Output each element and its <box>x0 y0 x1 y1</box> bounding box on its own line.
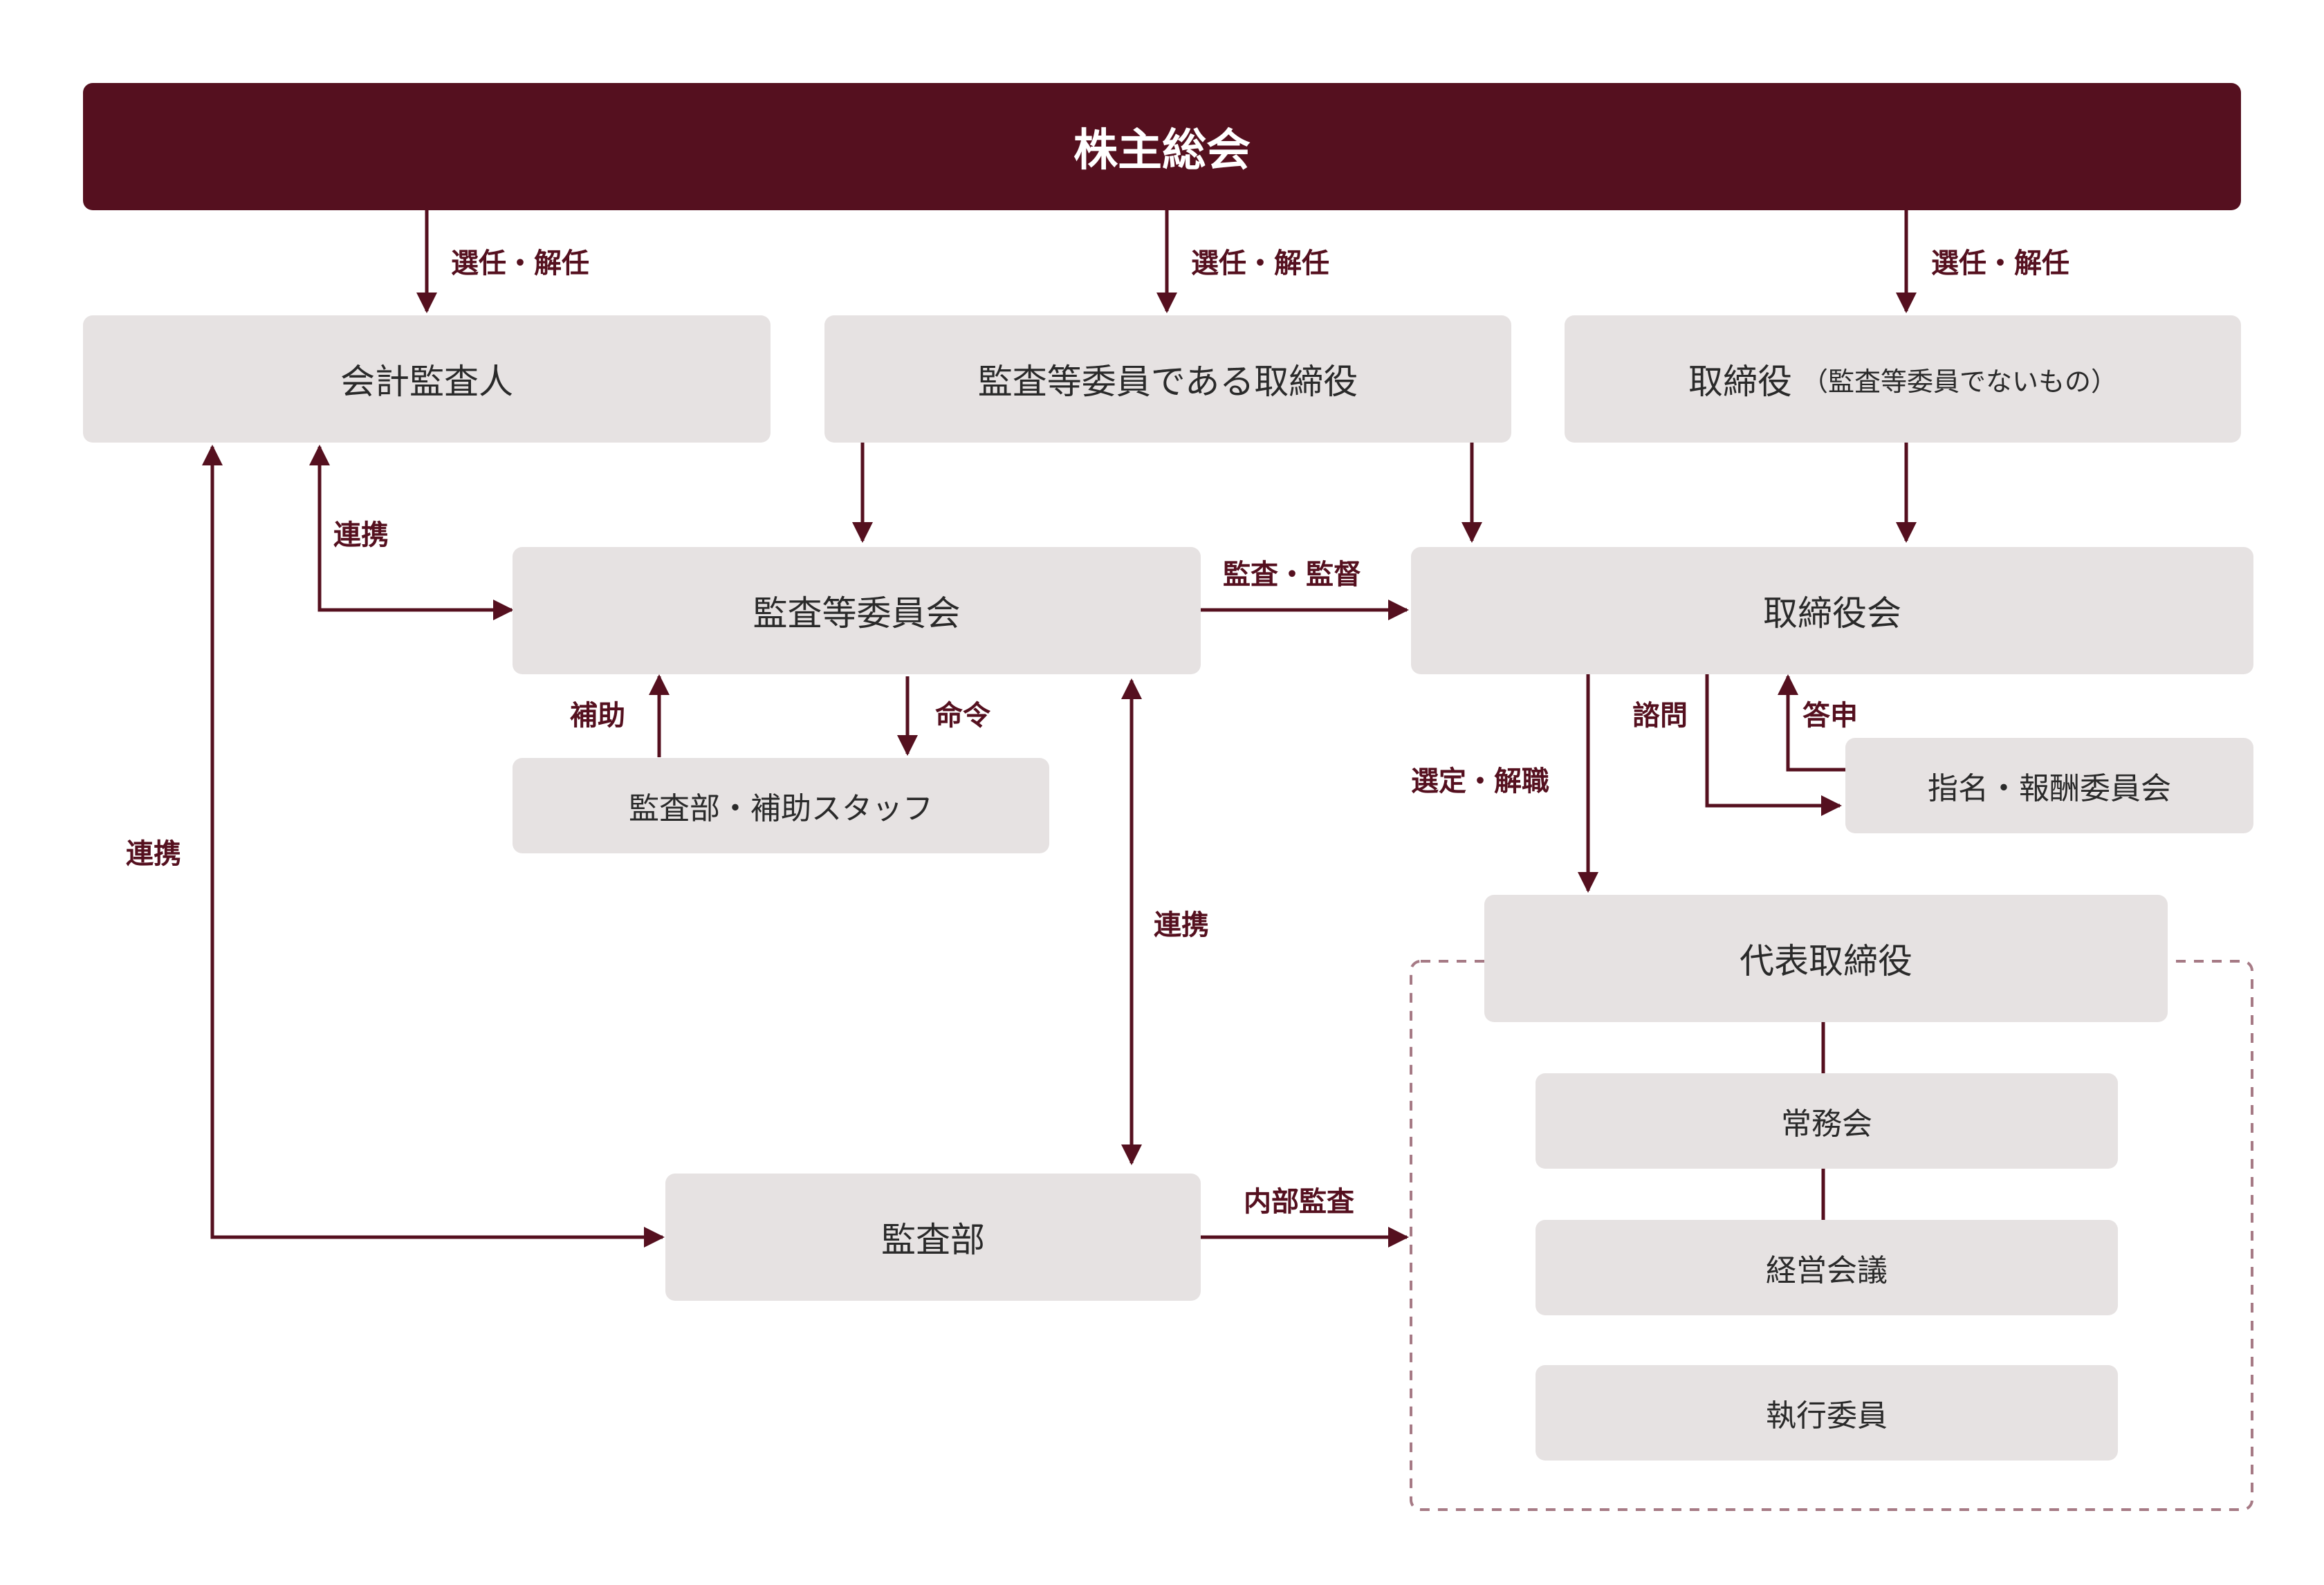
label-report: 答申 <box>1802 700 1858 732</box>
accounting-auditor-label: 会計監査人 <box>340 362 513 402</box>
label-consult: 諮問 <box>1632 700 1688 732</box>
nomination-committee-label: 指名・報酬委員会 <box>1928 771 2171 806</box>
label-link-auditor-department: 連携 <box>126 838 181 870</box>
label-link-committee-department: 連携 <box>1154 909 1209 941</box>
directors-label: 取締役 <box>1688 362 1792 402</box>
directors-note: （監査等委員でないもの） <box>1801 366 2117 397</box>
executive-committee-box: 常務会 <box>1536 1073 2118 1169</box>
label-order: 命令 <box>935 700 990 732</box>
label-assist: 補助 <box>570 700 625 732</box>
audit-department-label: 監査部 <box>881 1220 985 1260</box>
representative-director-label: 代表取締役 <box>1740 941 1912 981</box>
executive-officers-label: 執行委員 <box>1766 1398 1888 1434</box>
arrow-consult <box>1705 674 1842 816</box>
executive-committee-label: 常務会 <box>1781 1106 1872 1142</box>
audit-directors-box: 監査等委員である取締役 <box>824 315 1511 443</box>
label-elect-3: 選任・解任 <box>1931 248 2069 279</box>
label-appoint: 選定・解職 <box>1411 766 1549 797</box>
board-label: 取締役会 <box>1763 593 1901 633</box>
executive-officers-box: 執行委員 <box>1536 1365 2118 1461</box>
management-meeting-box: 経営会議 <box>1536 1220 2118 1315</box>
shareholders-meeting: 株主総会 <box>83 83 2241 210</box>
arrow-auditor-department-link <box>202 445 665 1248</box>
label-link-auditor-committee: 連携 <box>333 519 389 551</box>
audit-directors-label: 監査等委員である取締役 <box>977 362 1358 402</box>
label-audit-supervise: 監査・監督 <box>1223 559 1361 591</box>
audit-committee-label: 監査等委員会 <box>753 593 961 633</box>
management-meeting-label: 経営会議 <box>1766 1253 1888 1288</box>
board-box: 取締役会 <box>1411 547 2253 674</box>
label-elect-1: 選任・解任 <box>451 248 589 279</box>
executive-group-border <box>1410 960 2253 1511</box>
audit-staff-label: 監査部・補助スタッフ <box>629 791 933 826</box>
representative-director-box: 代表取締役 <box>1484 895 2168 1022</box>
arrow-report <box>1778 674 1845 772</box>
directors-box: 取締役 （監査等委員でないもの） <box>1565 315 2241 443</box>
label-internal-audit: 内部監査 <box>1244 1186 1354 1218</box>
accounting-auditor-box: 会計監査人 <box>83 315 771 443</box>
audit-staff-box: 監査部・補助スタッフ <box>513 758 1049 853</box>
nomination-committee-box: 指名・報酬委員会 <box>1845 738 2253 833</box>
audit-committee-box: 監査等委員会 <box>513 547 1201 674</box>
label-elect-2: 選任・解任 <box>1191 248 1329 279</box>
audit-department-box: 監査部 <box>665 1174 1201 1301</box>
